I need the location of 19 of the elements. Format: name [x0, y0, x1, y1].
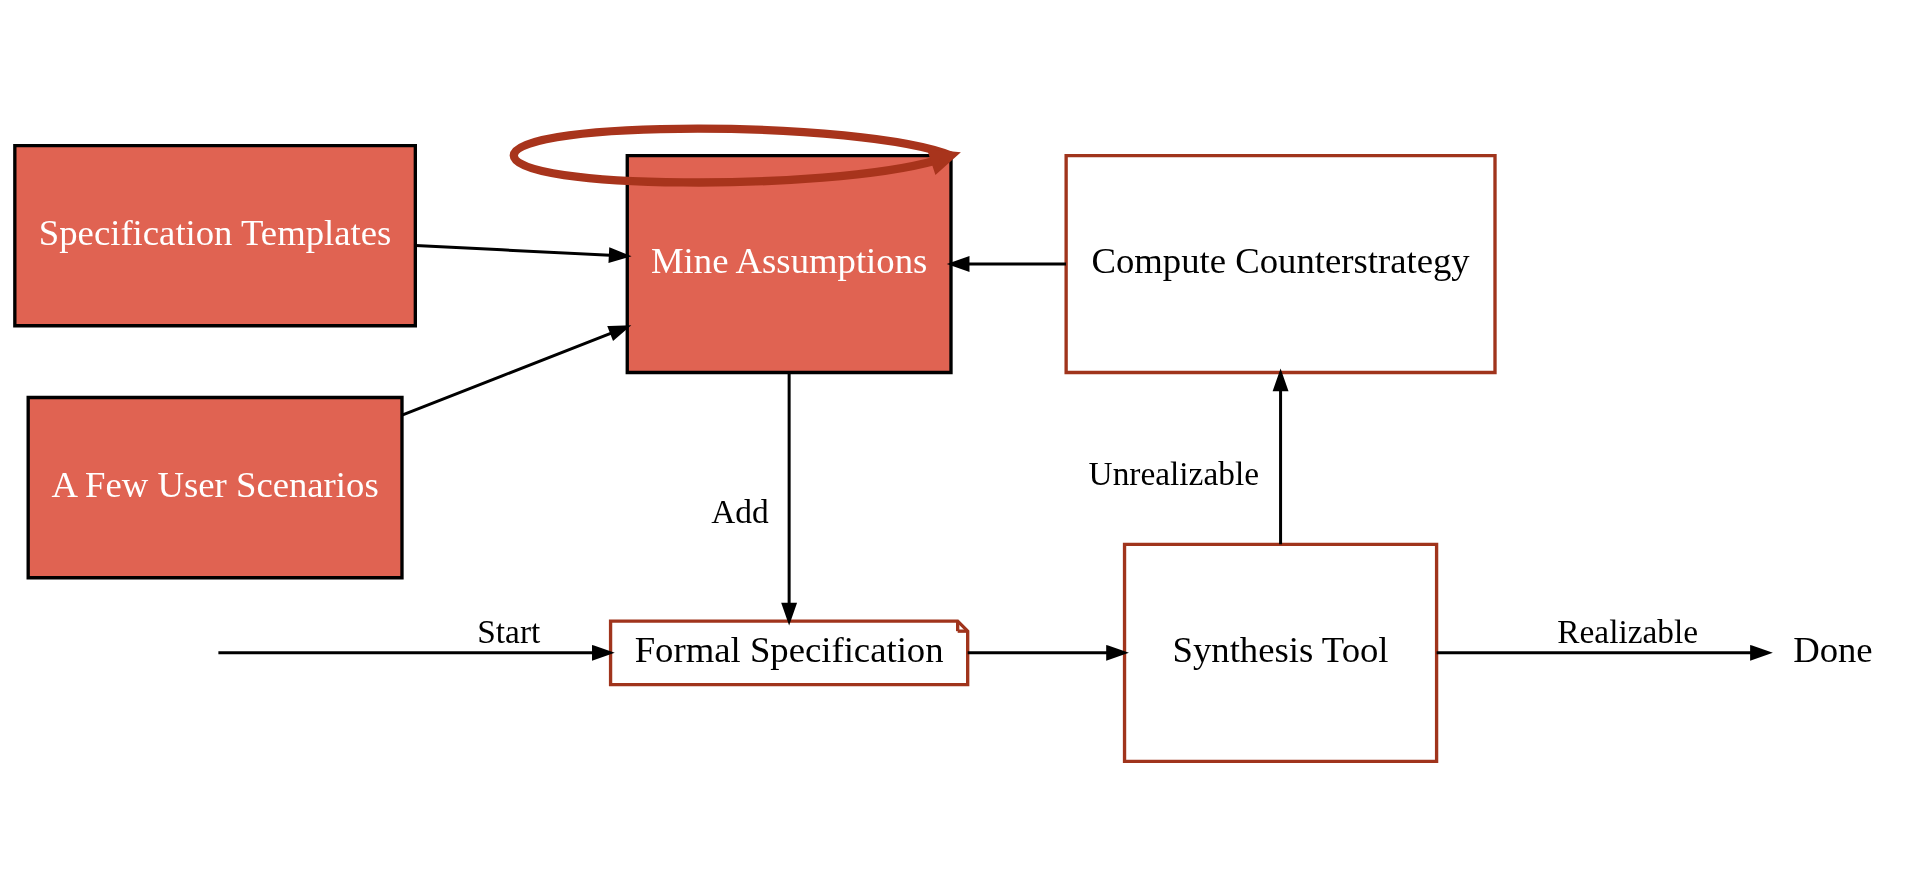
arrow [1436, 644, 1773, 661]
arrow [781, 372, 798, 626]
edge-label: Realizable [1557, 612, 1699, 650]
arrow [415, 244, 632, 264]
arrow [509, 124, 961, 187]
node-box: Specification Templates [13, 143, 417, 328]
arrow [946, 256, 1066, 272]
arrow [967, 644, 1129, 661]
node-box: A Few User Scenarios [26, 395, 404, 580]
node-text: Done [1793, 629, 1873, 671]
edge-label: Unrealizable [1088, 455, 1259, 493]
arrow [401, 325, 632, 417]
node-box: Mine Assumptions [625, 153, 953, 375]
node-box: Compute Counterstrategy [1064, 153, 1497, 375]
node-box: Synthesis Tool [1122, 542, 1439, 763]
edge-label: Start [477, 612, 541, 650]
edge-label: Add [711, 493, 769, 531]
arrow [1272, 368, 1289, 545]
arrow [218, 644, 615, 661]
